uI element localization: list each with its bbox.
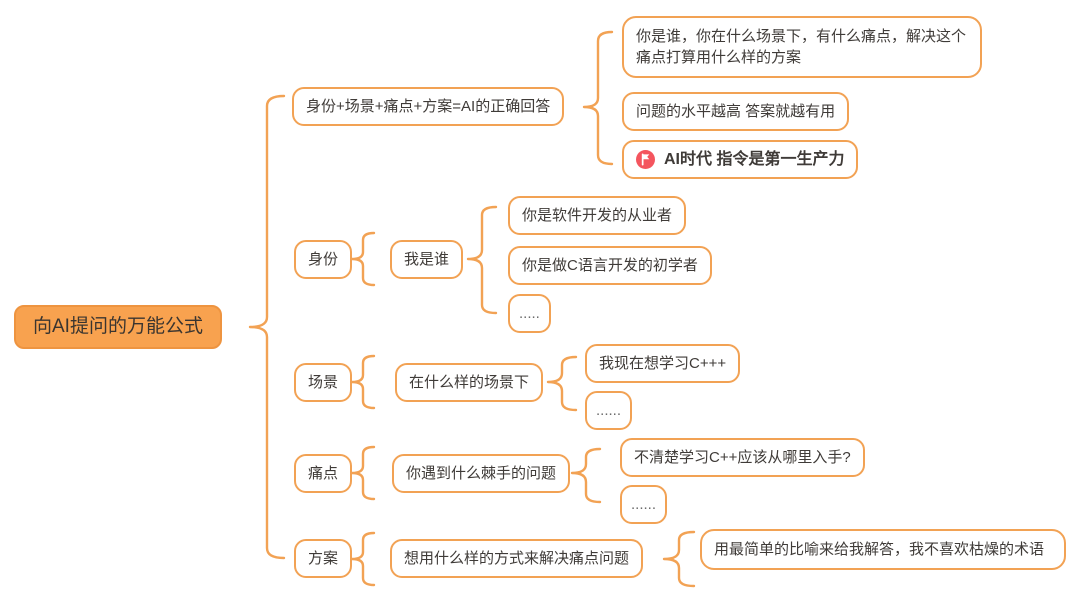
brace-root-to-branches — [248, 94, 286, 560]
brace-scene-topic-to-children — [546, 355, 578, 412]
branch-node-formula[interactable]: 身份+场景+痛点+方案=AI的正确回答 — [292, 87, 565, 126]
topic-node-solution-way[interactable]: 想用什么样的方式来解决痛点问题 — [390, 539, 644, 578]
ellipsis-node[interactable]: ...... — [620, 485, 668, 524]
subtopic-node[interactable]: 不清楚学习C++应该从哪里入手? — [620, 438, 865, 477]
ellipsis-node[interactable]: ...... — [585, 391, 633, 430]
subtopic-node[interactable]: 你是谁，你在什么场景下，有什么痛点，解决这个痛点打算用什么样的方案 — [622, 16, 982, 78]
brace-identity-topic-to-children — [466, 205, 498, 315]
flag-icon — [636, 150, 655, 169]
subtopic-label: AI时代 指令是第一生产力 — [664, 151, 845, 168]
branch-node-scene[interactable]: 场景 — [294, 363, 353, 402]
brace-identity-to-topic — [350, 231, 376, 287]
brace-solution-to-topic — [350, 531, 376, 587]
branch-node-solution[interactable]: 方案 — [294, 539, 353, 578]
brace-branch1-to-children — [582, 30, 614, 166]
subtopic-node[interactable]: 用最简单的比喻来给我解答，我不喜欢枯燥的术语 — [700, 529, 1066, 570]
topic-node-who-am-i[interactable]: 我是谁 — [390, 240, 464, 279]
subtopic-node-ai-era[interactable]: AI时代 指令是第一生产力 — [622, 140, 859, 179]
brace-pain-topic-to-children — [570, 447, 602, 504]
brace-scene-to-topic — [350, 354, 376, 410]
branch-node-pain[interactable]: 痛点 — [294, 454, 353, 493]
root-node[interactable]: 向AI提问的万能公式 — [14, 305, 222, 349]
topic-node-what-scene[interactable]: 在什么样的场景下 — [395, 363, 544, 402]
subtopic-node[interactable]: 我现在想学习C+++ — [585, 344, 741, 383]
brace-solution-topic-to-children — [662, 530, 696, 588]
subtopic-node[interactable]: 你是做C语言开发的初学者 — [508, 246, 712, 285]
branch-node-identity[interactable]: 身份 — [294, 240, 353, 279]
topic-node-thorny-problem[interactable]: 你遇到什么棘手的问题 — [392, 454, 571, 493]
brace-pain-to-topic — [350, 445, 376, 501]
subtopic-node[interactable]: 你是软件开发的从业者 — [508, 196, 687, 235]
subtopic-node[interactable]: 问题的水平越高 答案就越有用 — [622, 92, 850, 131]
ellipsis-node[interactable]: ..... — [508, 294, 551, 333]
